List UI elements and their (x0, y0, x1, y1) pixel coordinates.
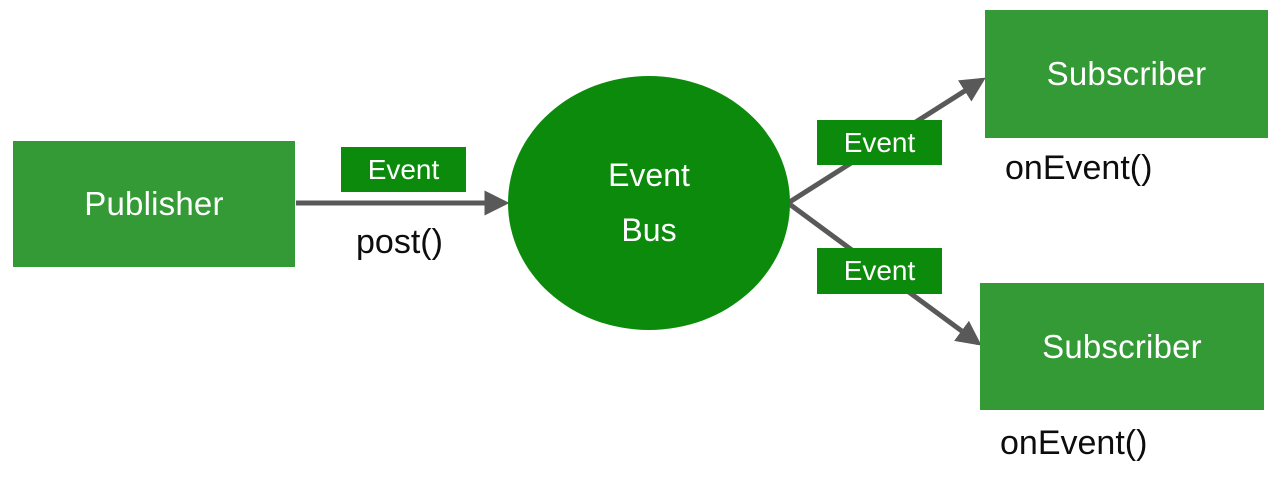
node-subscriber-top-label: Subscriber (1046, 55, 1207, 92)
node-event-bus-label-line2: Bus (621, 212, 677, 248)
node-event-bus[interactable]: Event Bus (508, 76, 790, 330)
node-subscriber-bottom[interactable]: Subscriber (980, 283, 1264, 410)
edge-tag-deliver-bottom-event: Event (817, 248, 942, 294)
node-event-bus-label-line1: Event (608, 156, 690, 193)
edge-tag-deliver-bottom-event-label: Event (843, 255, 916, 286)
node-subscriber-bottom-label: Subscriber (1042, 327, 1202, 365)
node-subscriber-top[interactable]: Subscriber (985, 10, 1268, 138)
edge-tag-deliver-top-event-label: Event (843, 126, 916, 158)
caption-post: post() (356, 223, 443, 261)
caption-on-event-top: onEvent() (1005, 149, 1153, 187)
caption-on-event-bottom: onEvent() (1000, 424, 1148, 462)
node-publisher[interactable]: Publisher (13, 141, 295, 267)
node-publisher-label: Publisher (84, 185, 224, 222)
edge-tag-publish-event-label: Event (367, 153, 440, 185)
edge-tag-deliver-top-event: Event (817, 120, 942, 165)
edge-tag-publish-event: Event (341, 147, 466, 192)
